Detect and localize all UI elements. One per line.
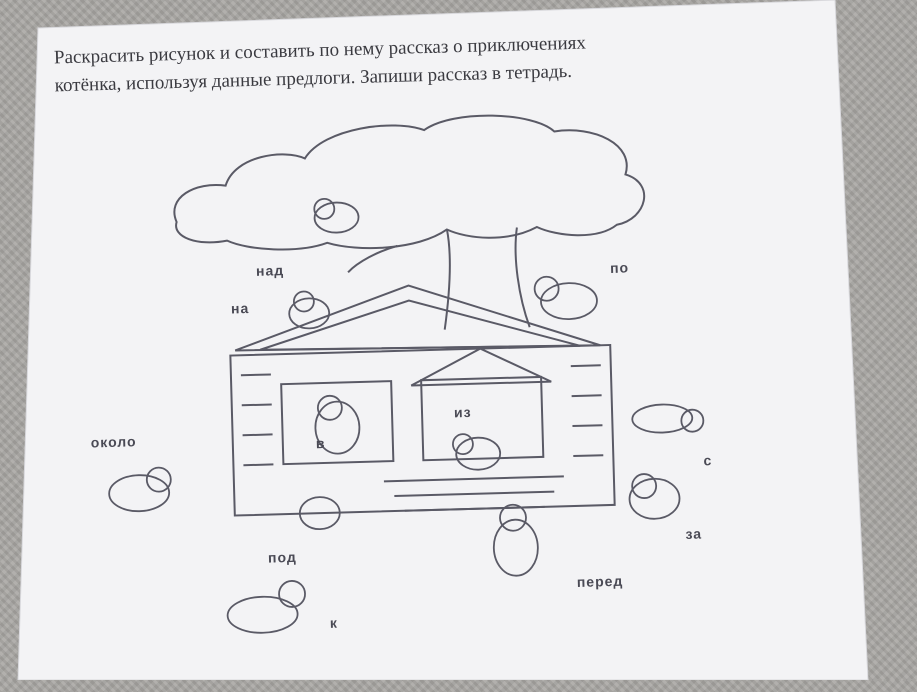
label-okolo: около [90, 433, 137, 451]
label-pod: под [267, 548, 297, 566]
label-iz: из [453, 403, 472, 421]
label-nad: над [255, 262, 285, 279]
tree [173, 114, 646, 330]
label-za: за [685, 525, 703, 542]
house [229, 284, 616, 517]
label-v: в [315, 434, 326, 452]
label-pered: перед [576, 572, 624, 590]
kittens [108, 198, 705, 634]
label-po: по [609, 259, 630, 276]
label-k: к [329, 614, 339, 631]
label-na: на [230, 300, 250, 317]
label-s: с [703, 452, 713, 469]
